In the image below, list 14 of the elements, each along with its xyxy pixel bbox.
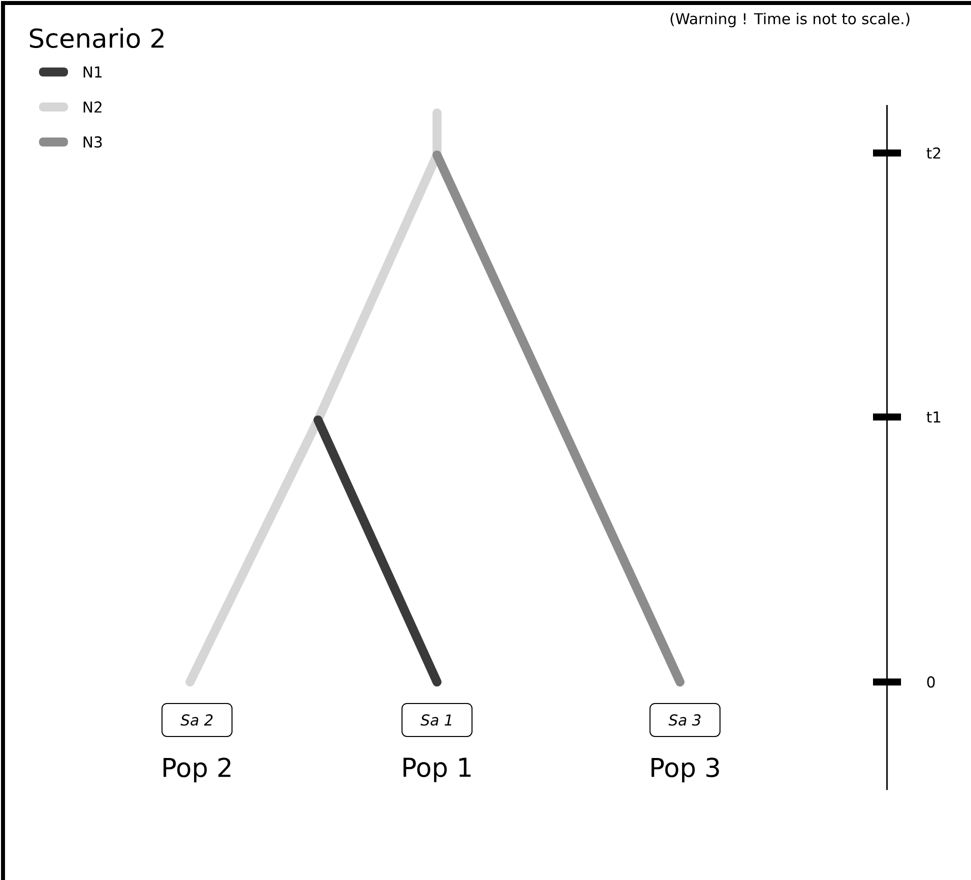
population-label: Pop 2 [164, 758, 230, 782]
sample-box: Sa 3 [650, 702, 720, 737]
population-label: Pop 1 [404, 758, 471, 782]
population-label: Pop 3 [652, 758, 719, 782]
title: Scenario 2 [30, 28, 164, 48]
tick-label: 0 [927, 676, 935, 688]
tick-label: t2 [926, 147, 940, 159]
legend-label: N2 [84, 101, 102, 113]
sample-box: Sa 1 [402, 702, 472, 737]
legend-label: N3 [84, 136, 102, 148]
legend-label: N1 [84, 66, 102, 78]
tick-label: t1 [926, 412, 940, 422]
warning-note: (Warning ! Time is not to scale.) [670, 12, 910, 28]
sample-box: Sa 2 [162, 702, 232, 737]
